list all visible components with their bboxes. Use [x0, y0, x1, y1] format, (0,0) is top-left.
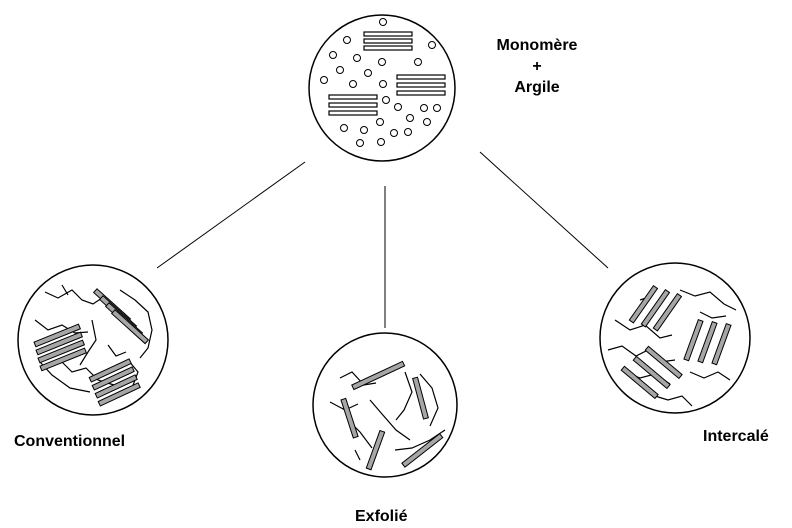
intercalated-label: Intercalé [703, 428, 769, 445]
clay-stack-2 [396, 74, 446, 96]
intercalated-circle [599, 262, 751, 414]
conventional-circle [17, 264, 169, 416]
clay-text: Argile [514, 79, 560, 96]
plus-sign: + [532, 58, 542, 75]
exfoliated-label: Exfolié [355, 508, 408, 525]
clay-platelets-exfoliated [340, 360, 444, 471]
monomer-clay-circle [308, 14, 456, 162]
connector-line-left [156, 161, 306, 269]
monomer-molecules [320, 18, 441, 147]
clay-stack-3 [328, 94, 378, 116]
clay-platelets-conventional [33, 288, 150, 407]
monomer-label: Monomère + Argile [492, 37, 582, 97]
connector-line-right [479, 151, 609, 269]
clay-stack-1 [363, 31, 413, 51]
clay-platelets-intercalated [620, 284, 732, 400]
conventional-label: Conventionnel [14, 433, 126, 450]
exfoliated-circle [312, 332, 458, 478]
monomer-text: Monomère [496, 37, 578, 54]
